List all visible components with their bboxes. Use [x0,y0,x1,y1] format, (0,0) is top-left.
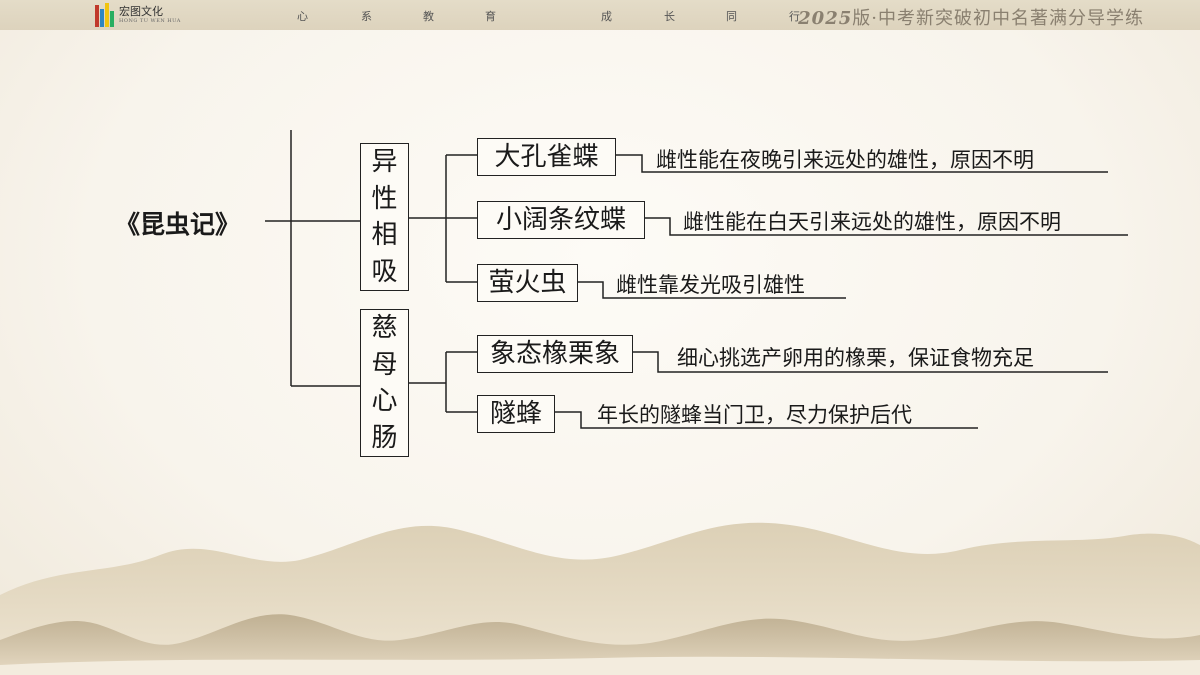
category-label-char: 肠 [371,422,398,453]
mountain-background [0,522,1200,675]
insect-description: 年长的隧蜂当门卫，尽力保护后代 [597,403,912,427]
slogan-char: 成 [601,10,612,23]
category-label-char: 慈 [371,313,398,344]
series-year: 2025 [798,8,853,29]
insect-box: 大孔雀蝶 [477,138,616,176]
books-icon [95,3,115,27]
series-title: 2025版·中考新突破初中名著满分导学练 [798,4,1144,30]
brand-logo: 宏图文化 HONG TU WEN HUA [95,3,181,27]
insect-description: 雌性靠发光吸引雄性 [616,273,805,297]
slogan-char: 长 [664,10,675,23]
slogan-char: 教 [423,10,434,23]
insect-description: 雌性能在白天引来远处的雄性，原因不明 [683,210,1061,234]
slogan-char: 心 [297,10,308,23]
category-label-char: 异 [371,147,398,178]
slogan-char: 育 [485,10,496,23]
insect-description: 雌性能在夜晚引来远处的雄性，原因不明 [656,148,1034,172]
insect-box: 小阔条纹蝶 [477,201,645,239]
insect-box: 隧蜂 [477,395,555,433]
category-label-char: 相 [371,220,398,251]
header-bar: 宏图文化 HONG TU WEN HUA 心 系 教 育 成 长 同 行 202… [0,0,1200,30]
category-label-char: 性 [371,183,398,214]
category-label-char: 母 [371,349,398,380]
slogan-char: 行 [789,10,800,23]
slogan-char: 同 [726,10,737,23]
category-box: 异 性 相 吸 [360,143,409,291]
insect-box: 萤火虫 [477,264,578,302]
insect-box: 象态橡栗象 [477,335,633,373]
logo-text: 宏图文化 [119,5,163,18]
book-title: 《昆虫记》 [115,210,241,239]
series-name: 版·中考新突破初中名著满分导学练 [852,8,1144,29]
category-label-char: 心 [371,386,398,417]
category-box: 慈 母 心 肠 [360,309,409,457]
category-label-char: 吸 [371,256,398,287]
slogan-char: 系 [361,10,372,23]
insect-description: 细心挑选产卵用的橡栗，保证食物充足 [677,346,1034,370]
logo-subtext: HONG TU WEN HUA [119,18,181,24]
